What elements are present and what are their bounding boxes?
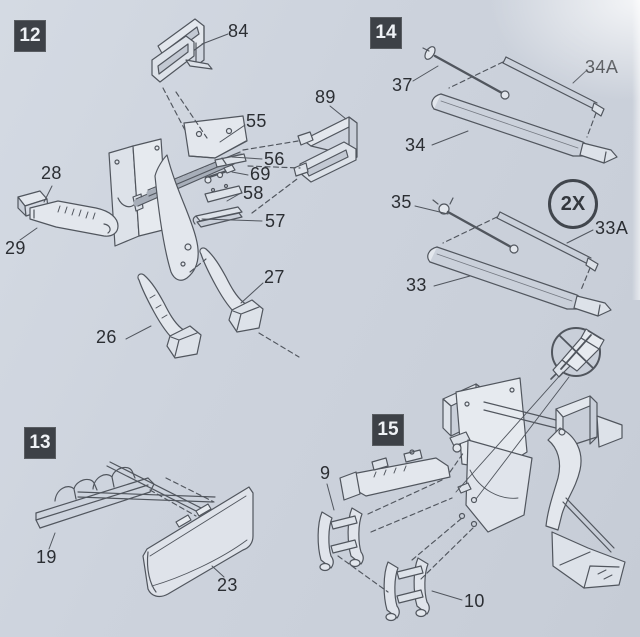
part-label-37: 37 [392,75,413,95]
step15-art [317,327,626,622]
step15-main-assembly-art [339,377,626,589]
step12-dashed-lines [162,87,301,358]
part-label-26: 26 [96,327,117,347]
part-label-27: 27 [264,267,285,287]
step-number: 13 [29,432,51,453]
part-19-art [35,461,216,529]
part-label-19: 19 [36,547,57,567]
part-10-art [383,557,430,622]
step15-dashed-lines [337,451,474,593]
step-number: 15 [377,419,399,440]
part-9-art [317,507,364,572]
part-label-35: 35 [391,192,412,212]
part-34-art [431,93,618,164]
step13-art [35,461,254,598]
part-33A-art [496,211,599,272]
quantity-badge: 2X [548,179,598,229]
part-label-55: 55 [246,111,267,131]
step14-art [412,46,618,317]
part-label-69: 69 [250,164,271,184]
step-badge-15: 15 [372,414,404,446]
part-label-29: 29 [5,238,26,258]
part-label-34: 34 [405,135,426,155]
no-glue-icon [455,327,605,500]
part-27-art [199,247,264,333]
step12-art [17,18,358,359]
part-89-art [293,116,358,183]
part-label-23: 23 [217,575,238,595]
part-26-art [137,273,202,359]
step13-dashed-lines [149,477,215,517]
step-number: 14 [375,22,397,43]
part-label-57: 57 [265,211,286,231]
step-badge-13: 13 [24,427,56,459]
part-label-56: 56 [264,149,285,169]
part-label-10: 10 [464,591,485,611]
step-number: 12 [19,25,41,46]
part-label-33: 33 [406,275,427,295]
part-label-89: 89 [315,87,336,107]
part-label-33A: 33A [595,218,629,238]
quantity-note: 2X [560,192,586,215]
part-23-art [142,486,254,598]
step12-main-assembly-art [108,115,248,281]
part-33-art [427,246,612,317]
part-28-29-art [17,190,119,237]
part-84-art [151,18,213,83]
step-badge-14: 14 [370,17,402,49]
step15-leader-lines [326,483,463,601]
part-37-art [422,46,510,100]
part-label-34A: 34A [585,57,619,77]
part-label-28: 28 [41,163,62,183]
step13-leader-lines [48,532,225,578]
part-label-9: 9 [320,463,331,483]
step-badge-12: 12 [14,20,46,52]
part-label-84: 84 [228,21,249,41]
part-label-58: 58 [243,183,264,203]
step12-leader-lines [19,33,347,340]
part-35-art [432,197,519,254]
